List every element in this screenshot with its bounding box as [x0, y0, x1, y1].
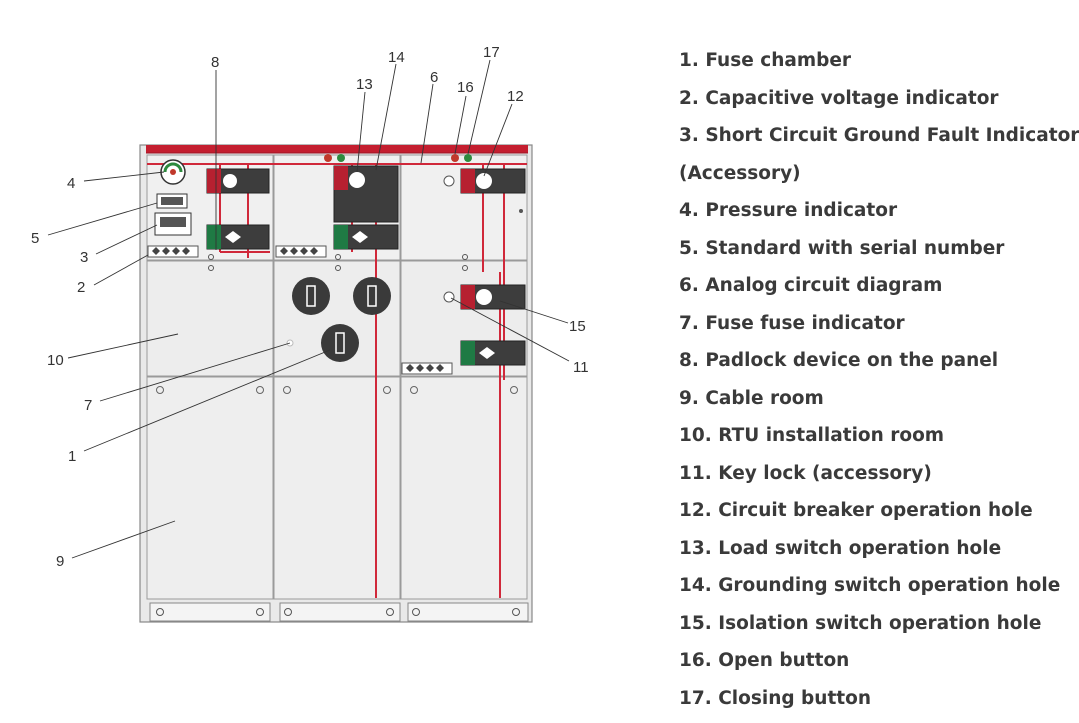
legend-item: (Accessory) — [679, 161, 1054, 199]
key-lock-icon[interactable] — [444, 292, 454, 302]
callout-2: 2 — [77, 279, 85, 296]
close-lamp-icon[interactable] — [337, 154, 345, 162]
callout-6: 6 — [430, 69, 438, 86]
open-lamp-icon[interactable] — [324, 154, 332, 162]
legend-item: 12. Circuit breaker operation hole — [679, 498, 1054, 536]
callout-4: 4 — [67, 175, 75, 192]
pressure-gauge-icon — [161, 160, 185, 184]
legend-item: 13. Load switch operation hole — [679, 536, 1054, 574]
legend-item: 14. Grounding switch operation hole — [679, 573, 1054, 611]
callout-8: 8 — [211, 54, 219, 71]
callout-14: 14 — [388, 49, 405, 66]
switchgear-cabinet-diagram: 1 2 3 4 5 6 7 8 9 10 11 12 13 14 15 16 1… — [0, 0, 660, 719]
component-legend: 1. Fuse chamber 2. Capacitive voltage in… — [679, 48, 1054, 723]
legend-item: 3. Short Circuit Ground Fault Indicator — [679, 123, 1054, 161]
callout-11: 11 — [573, 359, 589, 376]
callout-3: 3 — [80, 249, 88, 266]
callout-1: 1 — [68, 448, 76, 465]
legend-item: 8. Padlock device on the panel — [679, 348, 1054, 386]
callout-5: 5 — [31, 230, 39, 247]
legend-item: 5. Standard with serial number — [679, 236, 1054, 274]
callout-12: 12 — [507, 88, 524, 105]
callout-13: 13 — [356, 76, 373, 93]
callout-17: 17 — [483, 44, 500, 61]
legend-item: 2. Capacitive voltage indicator — [679, 86, 1054, 124]
legend-item: 15. Isolation switch operation hole — [679, 611, 1054, 649]
legend-item: 6. Analog circuit diagram — [679, 273, 1054, 311]
base-plates — [150, 603, 528, 621]
callout-10: 10 — [47, 352, 64, 369]
open-button[interactable] — [451, 154, 459, 162]
short-circuit-fault-indicator — [155, 213, 191, 235]
legend-item: 17. Closing button — [679, 686, 1054, 723]
closing-button[interactable] — [464, 154, 472, 162]
legend-item: 1. Fuse chamber — [679, 48, 1054, 86]
legend-item: 16. Open button — [679, 648, 1054, 686]
load-switch-operation-hole[interactable] — [334, 166, 398, 249]
legend-item: 10. RTU installation room — [679, 423, 1054, 461]
legend-item: 9. Cable room — [679, 386, 1054, 424]
legend-item: 11. Key lock (accessory) — [679, 461, 1054, 499]
callout-16: 16 — [457, 79, 474, 96]
cable-room-panels — [147, 377, 527, 599]
legend-item: 4. Pressure indicator — [679, 198, 1054, 236]
serial-number-plate — [157, 194, 187, 208]
callout-7: 7 — [84, 397, 92, 414]
callout-15: 15 — [569, 318, 586, 335]
callout-9: 9 — [56, 553, 64, 570]
legend-item: 7. Fuse fuse indicator — [679, 311, 1054, 349]
